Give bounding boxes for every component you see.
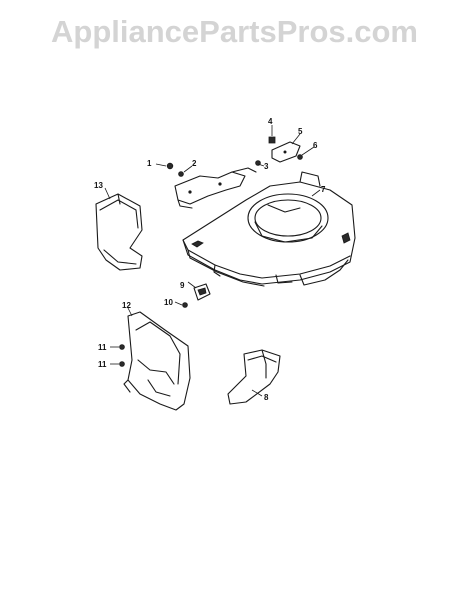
left-side-shroud-part — [95, 193, 143, 271]
lower-right-bracket-part — [227, 349, 281, 405]
callout-7: 7 — [321, 185, 326, 194]
fastener-screw-6 — [297, 154, 303, 160]
lower-baffle-part — [123, 311, 191, 411]
callout-8: 8 — [264, 393, 269, 402]
callout-5: 5 — [298, 127, 303, 136]
leader-lines — [104, 125, 321, 397]
watermark-logo: AppliancePartsPros.com — [51, 14, 418, 49]
upper-bracket-part — [174, 167, 257, 209]
callout-10: 10 — [164, 298, 173, 307]
fastener-screw-10 — [182, 302, 188, 308]
callout-3: 3 — [264, 162, 269, 171]
callout-12: 12 — [122, 301, 131, 310]
fastener-screw-11a — [119, 344, 125, 350]
small-bracket-part-5 — [271, 141, 301, 163]
callout-1: 1 — [147, 159, 152, 168]
callout-9: 9 — [180, 281, 185, 290]
clip-part — [193, 283, 211, 301]
fastener-screw-2 — [178, 171, 184, 177]
callout-6: 6 — [313, 141, 318, 150]
blower-housing-part — [182, 171, 356, 287]
callout-11-bottom: 11 — [98, 360, 107, 369]
callout-labels: 1 2 3 4 5 6 7 8 9 10 11 11 12 13 — [94, 117, 326, 402]
callout-2: 2 — [192, 159, 197, 168]
callout-11-top: 11 — [98, 343, 107, 352]
fastener-screw-1 — [166, 162, 174, 170]
callout-13: 13 — [94, 181, 103, 190]
callout-4: 4 — [268, 117, 273, 126]
fastener-screw-11b — [119, 361, 125, 367]
fastener-bolt-4 — [268, 136, 276, 144]
